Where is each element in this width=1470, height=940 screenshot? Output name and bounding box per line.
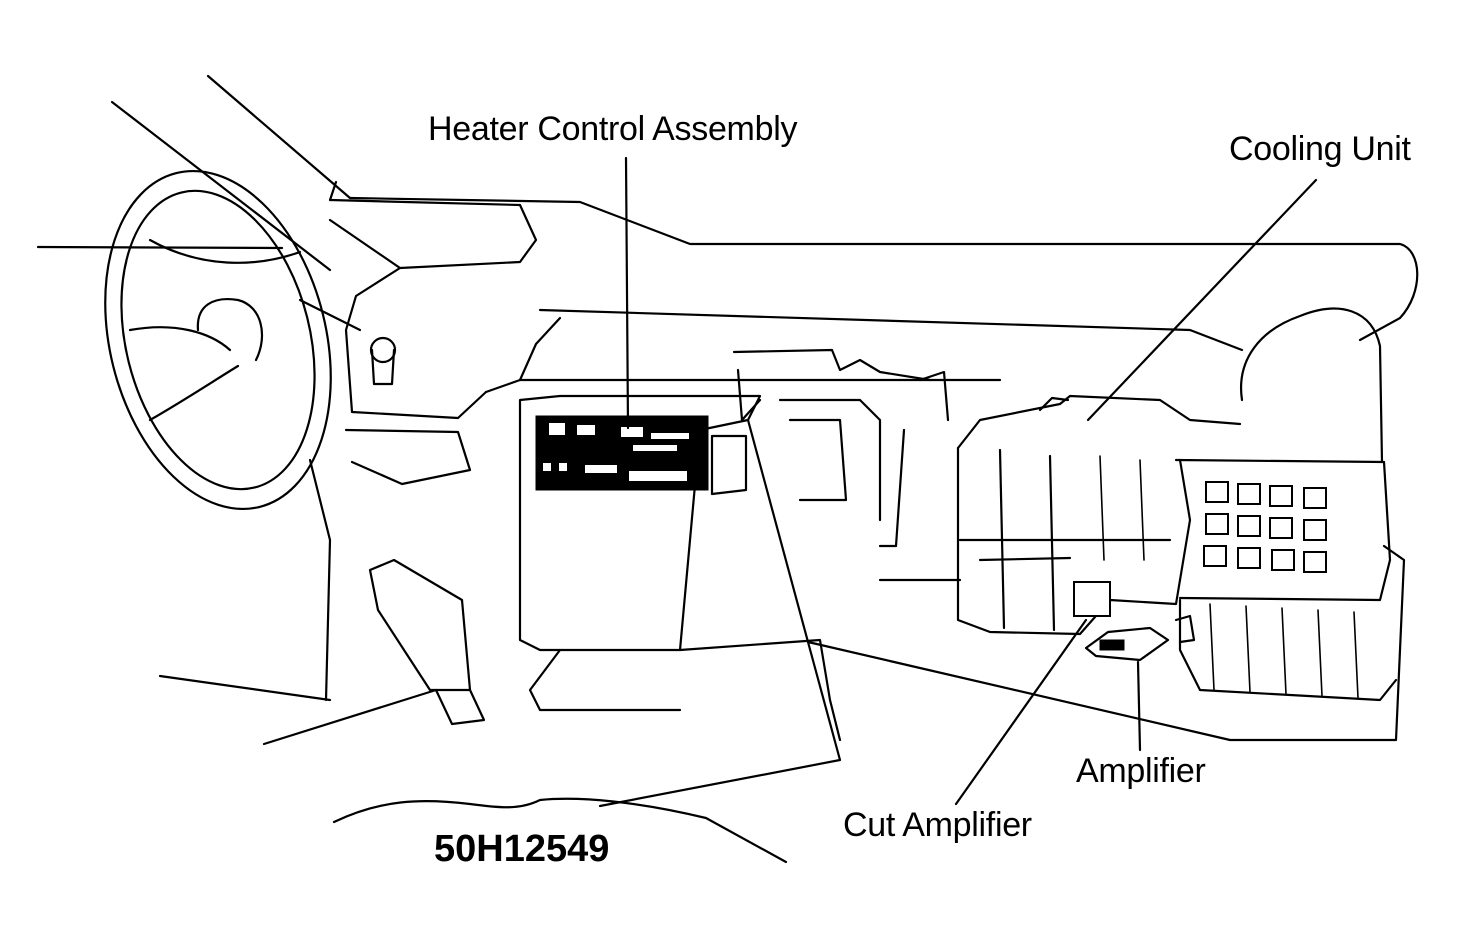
heater-control-panel: [518, 394, 842, 742]
blower-grille: [1174, 307, 1398, 702]
heater-control-assembly-label: Heater Control Assembly: [428, 110, 798, 148]
cooling-unit-label: Cooling Unit: [1229, 130, 1411, 168]
leader-lines: [624, 156, 1318, 806]
lower-dashboard: [158, 418, 1406, 864]
instrument-hood: [298, 198, 538, 486]
air-duct: [732, 348, 962, 582]
steering-wheel: [104, 169, 332, 511]
amplifier-components: [1073, 581, 1196, 662]
amplifier-label: Amplifier: [1076, 752, 1206, 790]
figure-code: 50H12549: [434, 828, 610, 870]
windshield-lines: [36, 74, 352, 272]
cut-amplifier-label: Cut Amplifier: [843, 806, 1032, 844]
dashboard-top: [328, 180, 1419, 394]
